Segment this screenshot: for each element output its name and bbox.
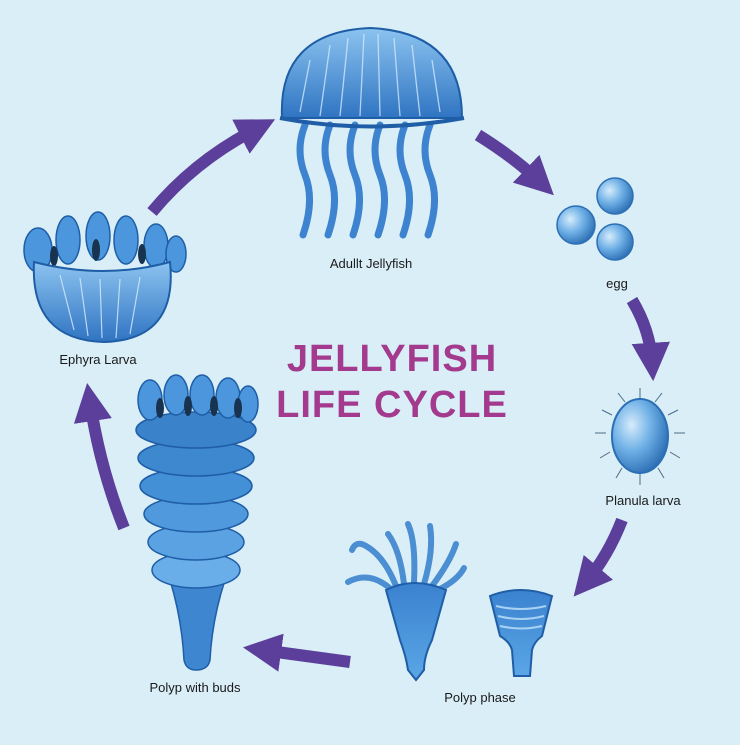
polyp-phase-illustration	[348, 524, 464, 680]
label-adult-jellyfish: Adullt Jellyfish	[330, 256, 412, 271]
ephyra-larva-illustration	[24, 212, 186, 342]
arrow-planula-to-polyp	[586, 520, 622, 582]
arrow-egg-to-planula	[632, 300, 652, 362]
title-line-2: LIFE CYCLE	[276, 382, 508, 428]
polyp-with-buds-illustration	[136, 375, 258, 670]
arrow-adult-to-egg	[478, 135, 540, 182]
title-line-1: JELLYFISH	[276, 336, 508, 382]
label-ephyra-larva: Ephyra Larva	[59, 352, 136, 367]
label-polyp-phase: Polyp phase	[444, 690, 516, 705]
adult-jellyfish-illustration	[280, 28, 464, 235]
label-polyp-with-buds: Polyp with buds	[149, 680, 240, 695]
arrow-polyp-to-buds	[262, 650, 350, 662]
arrow-ephyra-to-adult	[152, 128, 258, 212]
label-planula-larva: Planula larva	[605, 493, 680, 508]
diagram-title: JELLYFISH LIFE CYCLE	[276, 336, 508, 428]
polyp-cup-illustration	[490, 590, 552, 676]
planula-larva-illustration	[595, 388, 685, 485]
label-egg: egg	[606, 276, 628, 291]
egg-illustration	[557, 178, 633, 260]
arrow-buds-to-ephyra	[90, 402, 124, 528]
